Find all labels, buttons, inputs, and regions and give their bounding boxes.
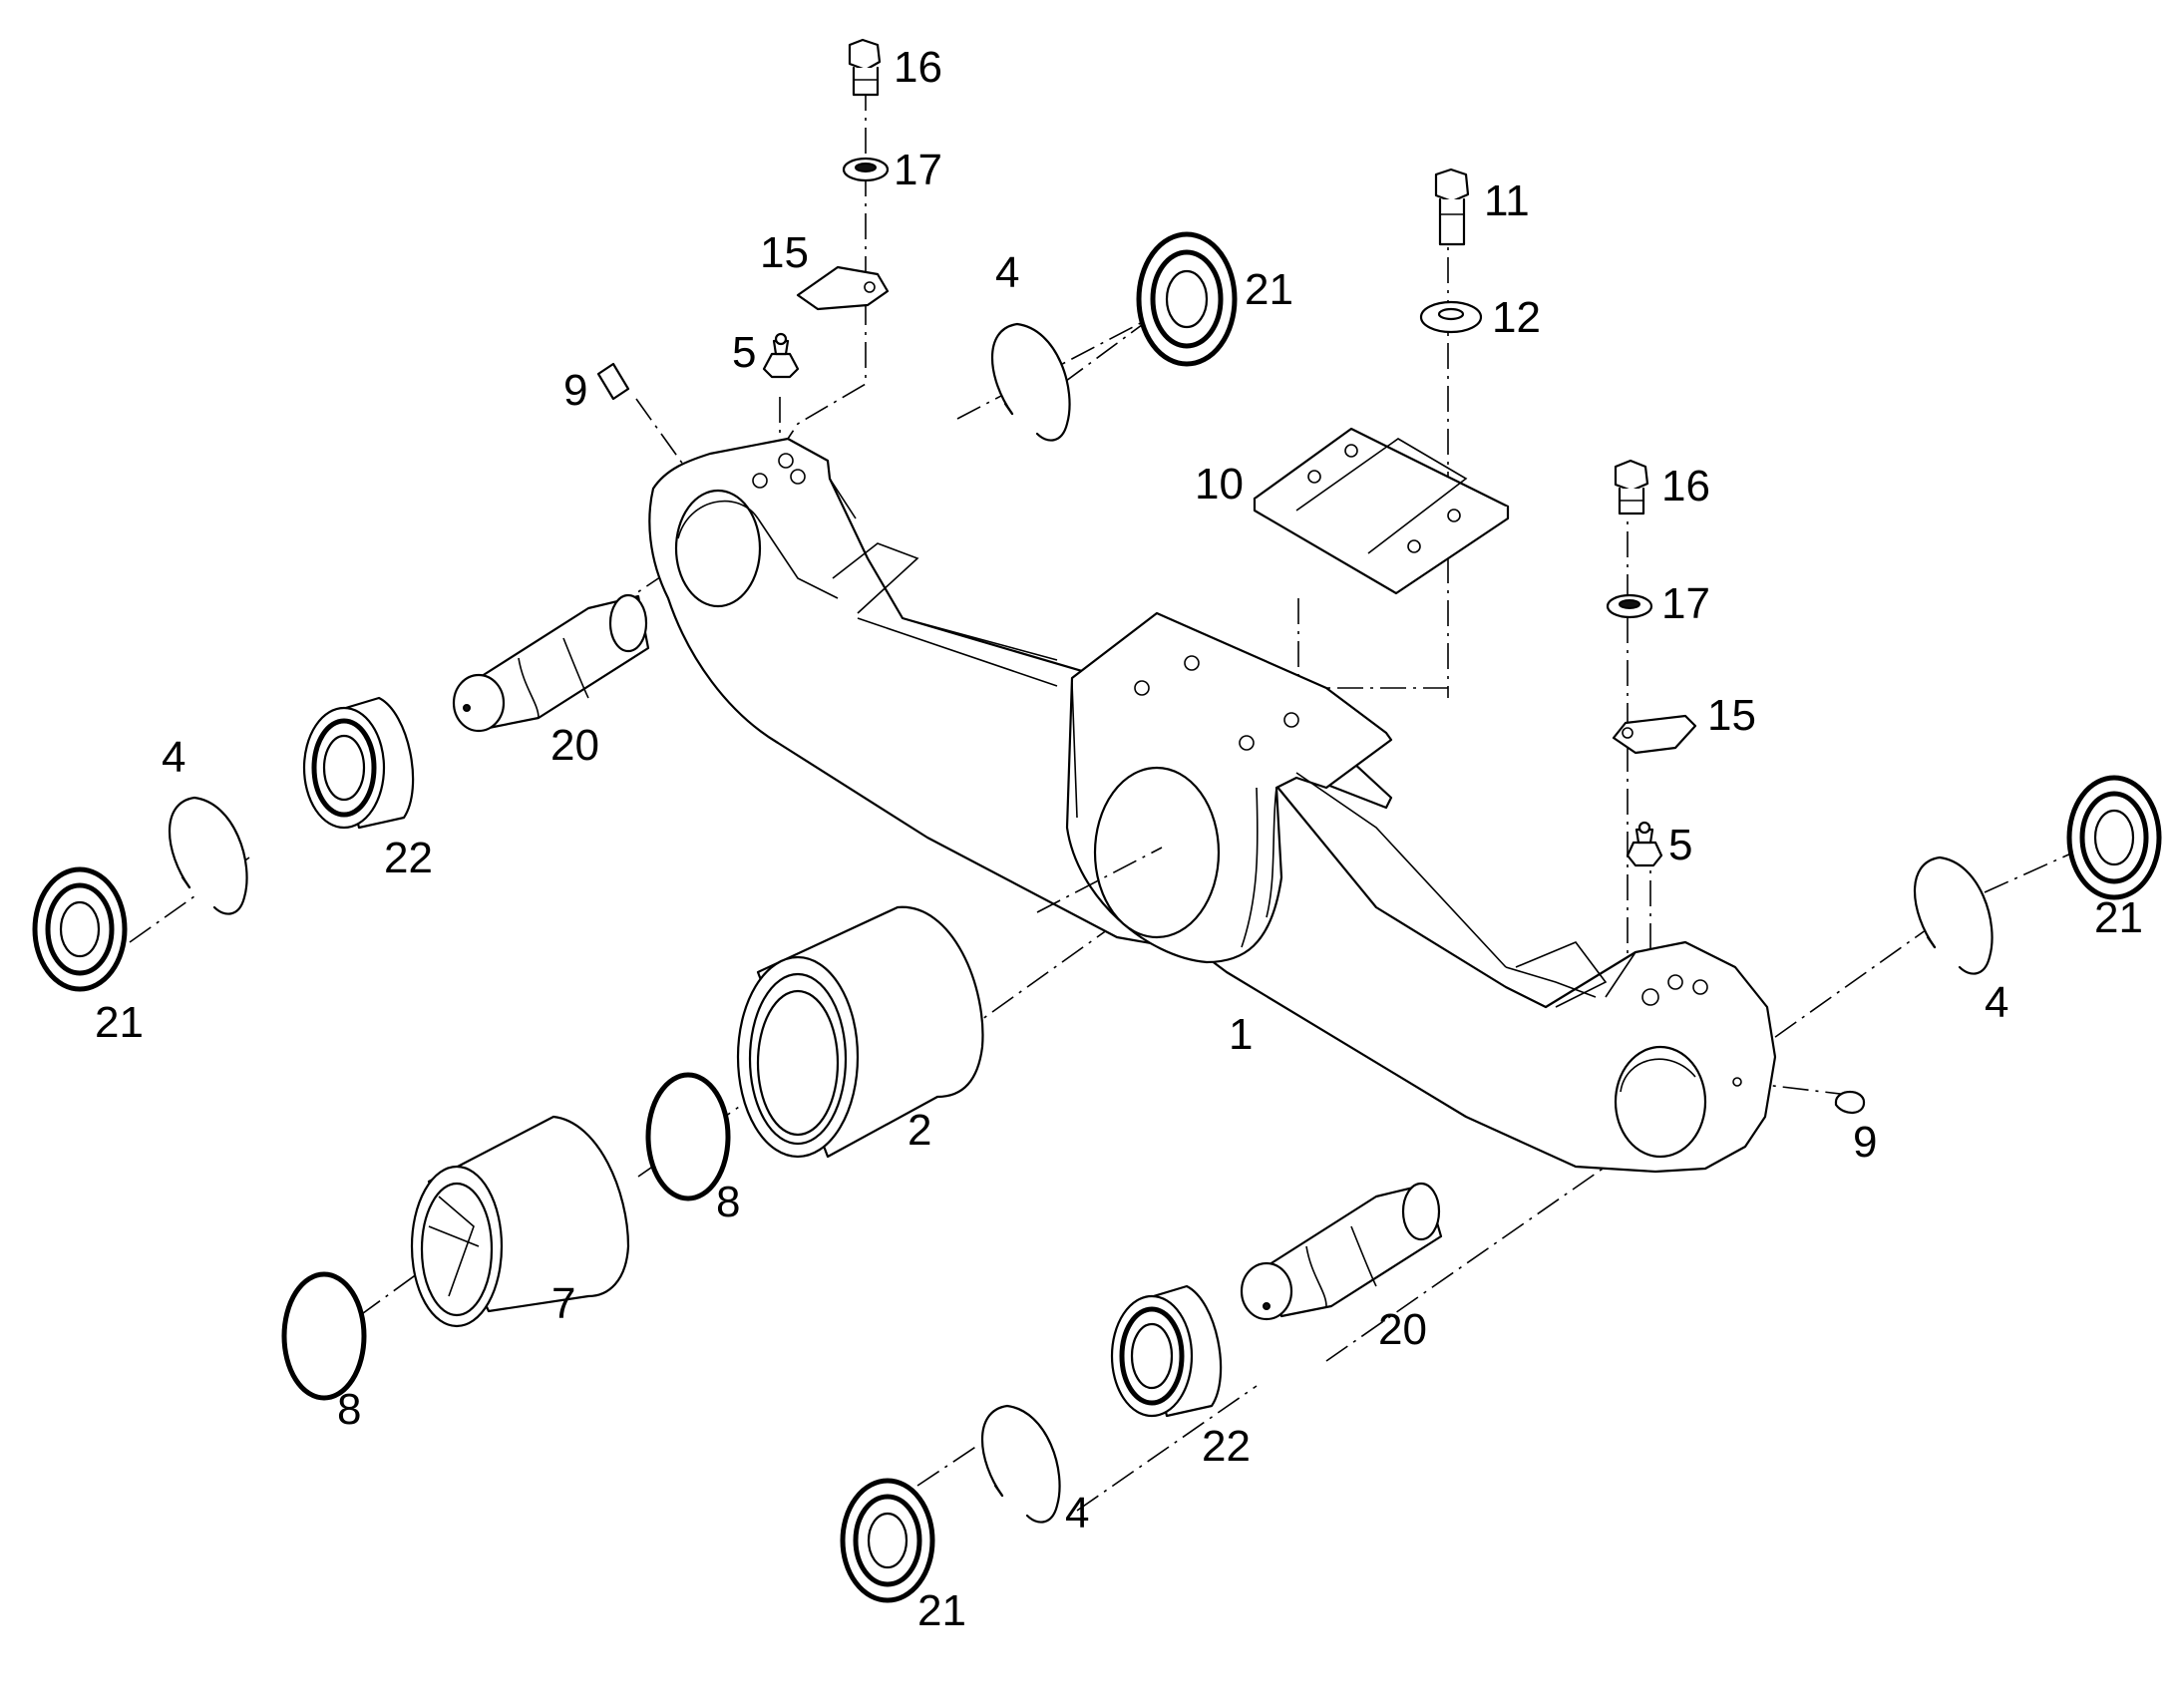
callout-circlip-top-left: 4 — [995, 248, 1019, 297]
callout-circlip-bottom: 4 — [1065, 1489, 1089, 1537]
callout-bearing-lower: 22 — [1202, 1422, 1251, 1471]
pin-lower — [1240, 1182, 1443, 1321]
callout-seal-bottom: 21 — [917, 1586, 966, 1635]
callout-washer-top: 17 — [894, 146, 942, 194]
callout-bearing-upper: 22 — [384, 834, 433, 882]
main-frame — [648, 437, 1777, 1174]
washer-right — [1606, 593, 1653, 619]
callout-bushing-large: 2 — [908, 1106, 931, 1155]
callout-bushing-small: 7 — [551, 1279, 575, 1328]
callout-bolt-center: 11 — [1484, 176, 1530, 225]
bushing-small — [410, 1115, 630, 1328]
washer-center — [1419, 300, 1483, 334]
callout-circlip-left: 4 — [162, 733, 185, 782]
circlip-top-left — [990, 322, 1071, 442]
circlip-left — [168, 796, 248, 915]
pin-upper — [452, 593, 650, 733]
callout-bolt-top: 16 — [894, 43, 942, 92]
callout-ring-lower: 8 — [337, 1385, 361, 1434]
callout-seal-right: 21 — [2094, 893, 2143, 942]
circlip-bottom — [980, 1404, 1061, 1524]
callout-washer-right: 17 — [1661, 579, 1710, 628]
callout-seal-top: 21 — [1245, 265, 1293, 314]
callout-pin-upper: 20 — [550, 721, 599, 770]
circlip-right — [1913, 855, 1994, 975]
bolt-right — [1614, 459, 1649, 515]
callout-bolt-right: 16 — [1661, 462, 1710, 511]
callout-plug-right: 9 — [1853, 1118, 1877, 1167]
callout-seal-left: 21 — [95, 998, 144, 1047]
seal-top — [1136, 231, 1238, 367]
plug-right — [1834, 1090, 1866, 1114]
washer-top — [842, 157, 890, 182]
wear-plate — [1253, 427, 1510, 595]
seal-bottom — [840, 1478, 935, 1603]
lock-plate-top — [796, 265, 890, 311]
bushing-large — [736, 905, 984, 1159]
bearing-lower — [1110, 1284, 1223, 1418]
grease-fitting-top — [762, 332, 800, 379]
callout-wear-plate: 10 — [1195, 460, 1244, 509]
callout-grease-fitting-right: 5 — [1668, 821, 1692, 869]
grease-fitting-right — [1626, 821, 1663, 867]
callout-circlip-right: 4 — [1985, 978, 2008, 1027]
bearing-upper — [302, 696, 415, 830]
callout-grease-fitting-top: 5 — [732, 328, 756, 377]
bolt-top — [848, 38, 882, 97]
ring-lower — [281, 1271, 367, 1401]
seal-left — [32, 866, 128, 992]
callout-lock-plate-right: 15 — [1707, 691, 1756, 740]
callout-washer-center: 12 — [1492, 293, 1541, 342]
seal-right — [2066, 775, 2162, 900]
callout-main-frame: 1 — [1229, 1010, 1253, 1059]
ring-upper — [645, 1072, 731, 1201]
callouts: 1 2 4 4 4 4 5 5 7 8 8 9 9 10 11 12 15 15… — [95, 43, 2143, 1635]
callout-pin-lower: 20 — [1378, 1305, 1427, 1354]
bolt-center — [1434, 168, 1470, 246]
lock-plate-right — [1612, 714, 1697, 755]
callout-ring-upper: 8 — [716, 1178, 740, 1226]
plug-top-left — [596, 362, 630, 401]
callout-lock-plate-top: 15 — [760, 228, 809, 277]
callout-plug-top-left: 9 — [563, 366, 587, 415]
